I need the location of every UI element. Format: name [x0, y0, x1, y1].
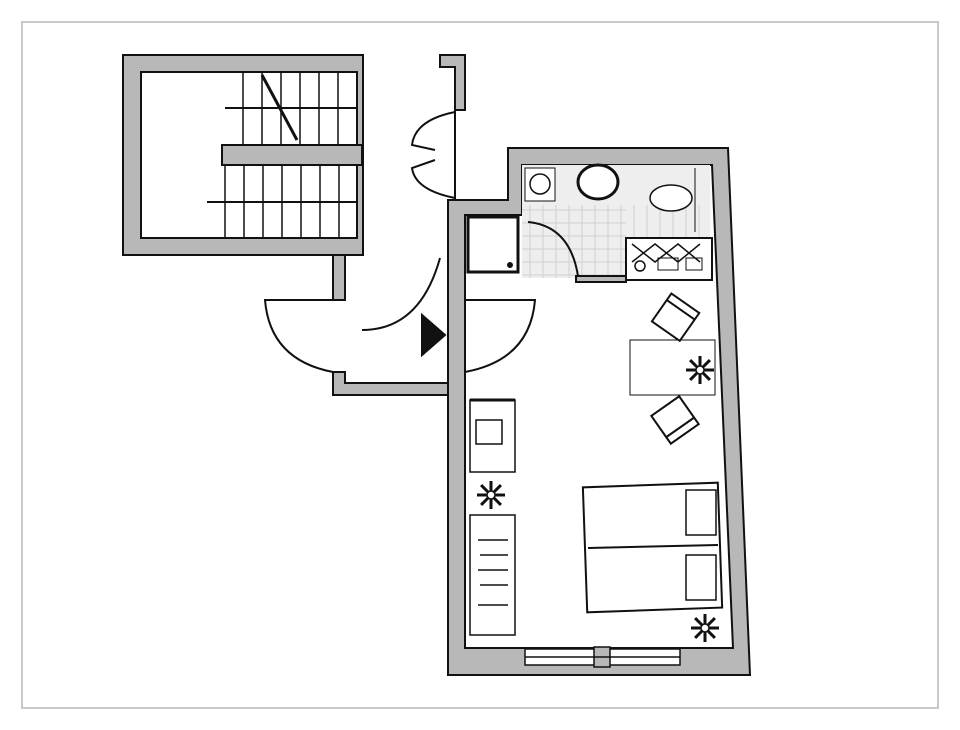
dining-table	[629, 339, 716, 396]
stairwell	[122, 54, 364, 256]
desk	[469, 398, 516, 473]
window[interactable]	[524, 646, 681, 668]
chair	[649, 394, 701, 446]
frame-border	[21, 21, 939, 709]
bathroom-wall-bottom	[575, 275, 627, 283]
bathroom-door[interactable]	[527, 221, 579, 277]
corridor	[263, 54, 537, 396]
bidet-icon	[649, 184, 693, 212]
stair-landing	[221, 144, 363, 166]
double-door[interactable]	[410, 110, 456, 200]
bathroom	[466, 163, 713, 283]
plant-icon	[477, 481, 505, 509]
chair	[650, 292, 701, 343]
corridor-door-left[interactable]	[263, 299, 345, 373]
wardrobe	[469, 514, 516, 636]
bed	[581, 481, 724, 614]
stove-icon	[634, 260, 646, 272]
stairwell-walls	[122, 54, 364, 256]
plant-icon	[686, 356, 714, 384]
stair-direction-line	[260, 74, 299, 141]
plant-icon	[691, 614, 719, 642]
apartment	[447, 147, 752, 676]
dining-area	[629, 292, 716, 446]
sink-icon	[529, 173, 551, 195]
toilet-icon	[576, 163, 620, 201]
entrance-door[interactable]	[361, 257, 537, 373]
entrance-arrow-icon	[421, 312, 447, 358]
corridor-wall-left	[332, 254, 346, 301]
